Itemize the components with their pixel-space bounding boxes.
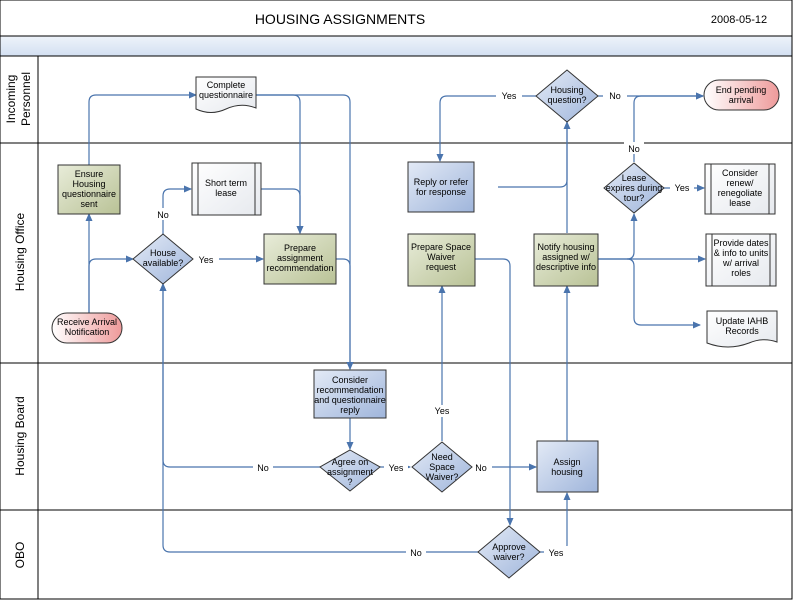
nodes [51,69,780,579]
connector-approve-yes-to-assign [540,492,571,553]
connectors [85,91,706,553]
connector-reply-to-question [498,122,568,188]
label-yes-approve: Yes [549,548,564,558]
connector-agree-no-to-house [159,283,320,468]
lane-board [0,362,793,511]
node-consider-recommendation [313,369,387,419]
label-yes-housing-question: Yes [502,91,517,101]
label-yes-need-waiver: Yes [435,406,450,416]
node-receive-arrival [51,312,123,344]
swimlanes [0,55,793,600]
connector-lease-to-prepare [261,188,304,234]
node-house-available [132,233,194,285]
node-approve-waiver [477,525,541,579]
node-update-iahb [706,310,778,348]
connector-questionnaire-to-prepare [256,94,304,234]
connector-receive-to-house [88,255,134,313]
label-no-lease-expires: No [628,144,640,154]
node-end-pending [703,79,780,111]
lane-labels: IncomingPersonnel Housing Office Housing… [4,72,33,568]
label-no-house: No [157,210,169,220]
connector-question-yes-to-reply [436,95,536,162]
lane-label-board: Housing Board [13,396,27,475]
connector-lease-expires-no-to-end [633,92,704,162]
node-agree-assignment [319,449,381,492]
node-lease-expires [603,162,665,214]
label-yes-agree: Yes [389,463,404,473]
connector-labels: Yes No No Yes No Yes Yes No No Yes No Ye… [153,90,694,558]
node-need-waiver [411,441,473,493]
label-yes-house: Yes [199,255,214,265]
lane-obo [0,509,793,600]
node-prepare-waiver [407,233,476,287]
node-assign-housing [536,440,599,493]
lane-incoming [0,55,793,144]
connector-questionnaire-to-consider [256,94,354,370]
label-no-need-waiver: No [475,463,487,473]
node-consider-renew [704,163,776,215]
header-band [0,35,793,57]
label-no-approve: No [410,548,422,558]
node-complete-questionnaire [195,76,257,113]
diagram-header: HOUSING ASSIGNMENTS 2008-05-12 [0,0,793,37]
label-yes-lease-expires: Yes [675,183,690,193]
label-no-agree: No [257,463,269,473]
lane-label-obo: OBO [13,542,27,569]
label-no-housing-question: No [609,91,621,101]
node-prepare-recommendation [263,233,337,285]
connector-prepare-to-consider [336,258,354,370]
node-housing-question [535,69,599,123]
connector-house-no-to-lease [162,185,192,236]
diagram-title: HOUSING ASSIGNMENTS [255,11,425,27]
connector-notify-to-update [626,258,701,329]
connector-notify-to-lease-expires [598,213,638,260]
connector-ensure-to-questionnaire [88,91,197,165]
connector-approve-no-to-house [159,283,478,553]
node-short-term-lease [191,162,262,216]
node-notify-housing [533,233,599,287]
node-reply-refer [407,161,475,213]
node-ensure-housing [57,164,121,215]
lane-label-incoming: IncomingPersonnel [4,72,33,126]
diagram-date: 2008-05-12 [711,14,767,26]
connector-prepare-waiver-to-approve [475,258,514,526]
lane-label-office: Housing Office [13,212,27,291]
node-provide-dates [705,233,777,287]
